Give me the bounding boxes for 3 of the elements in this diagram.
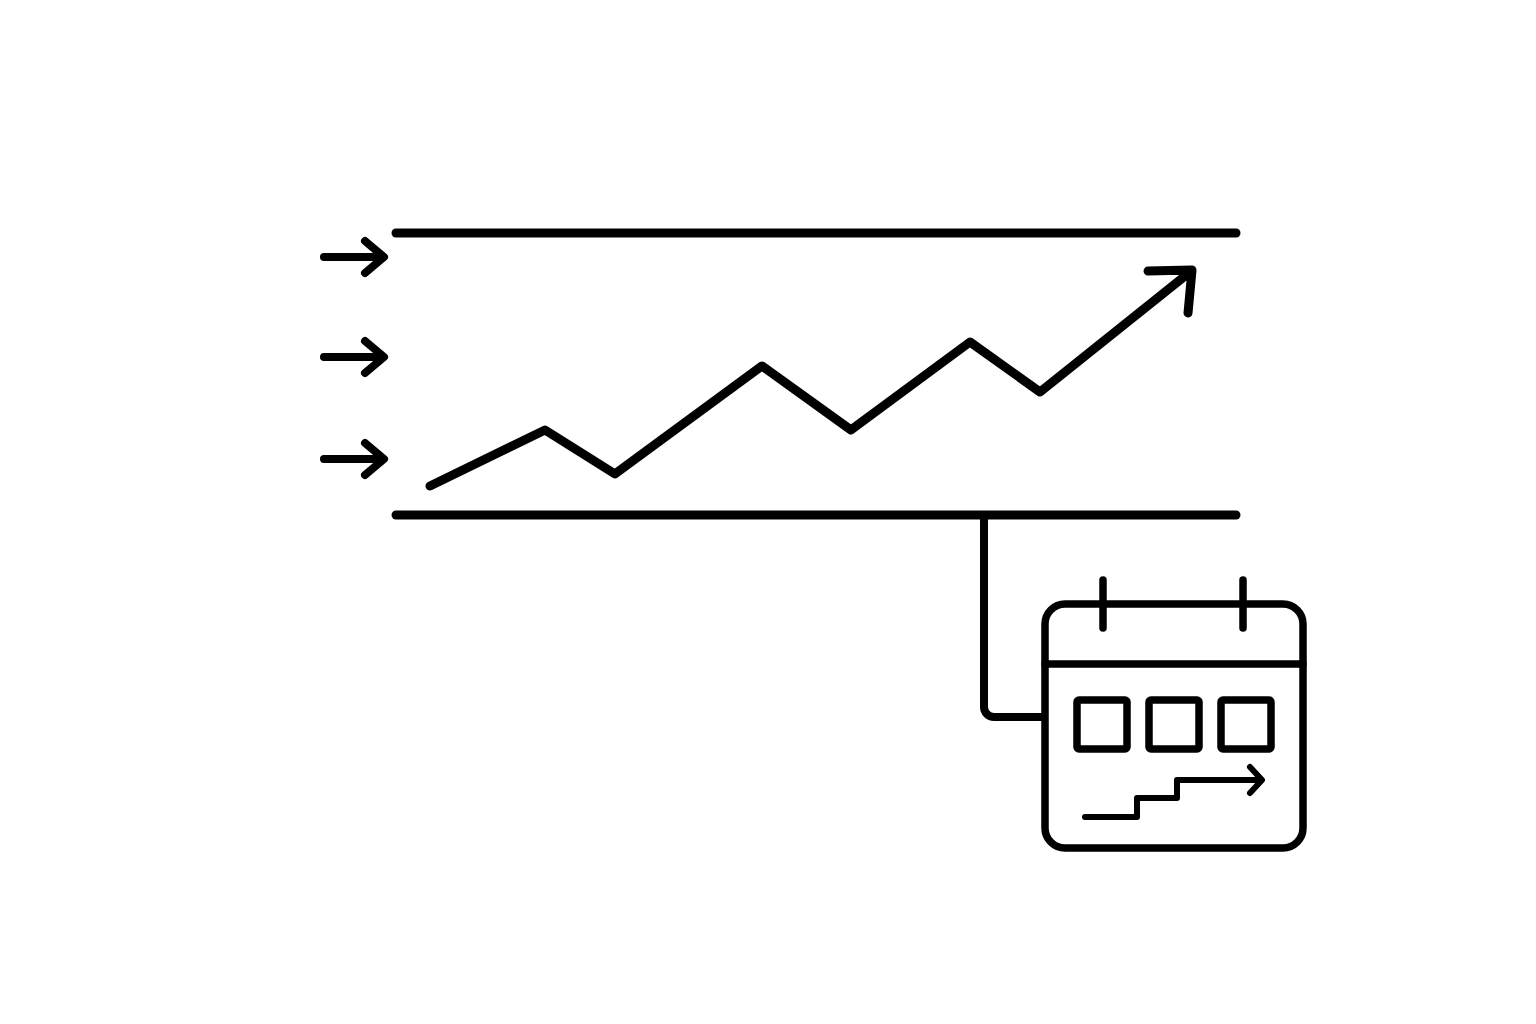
calendar-icon (1041, 576, 1307, 852)
band (391, 228, 1241, 520)
connector-line (980, 518, 1042, 721)
